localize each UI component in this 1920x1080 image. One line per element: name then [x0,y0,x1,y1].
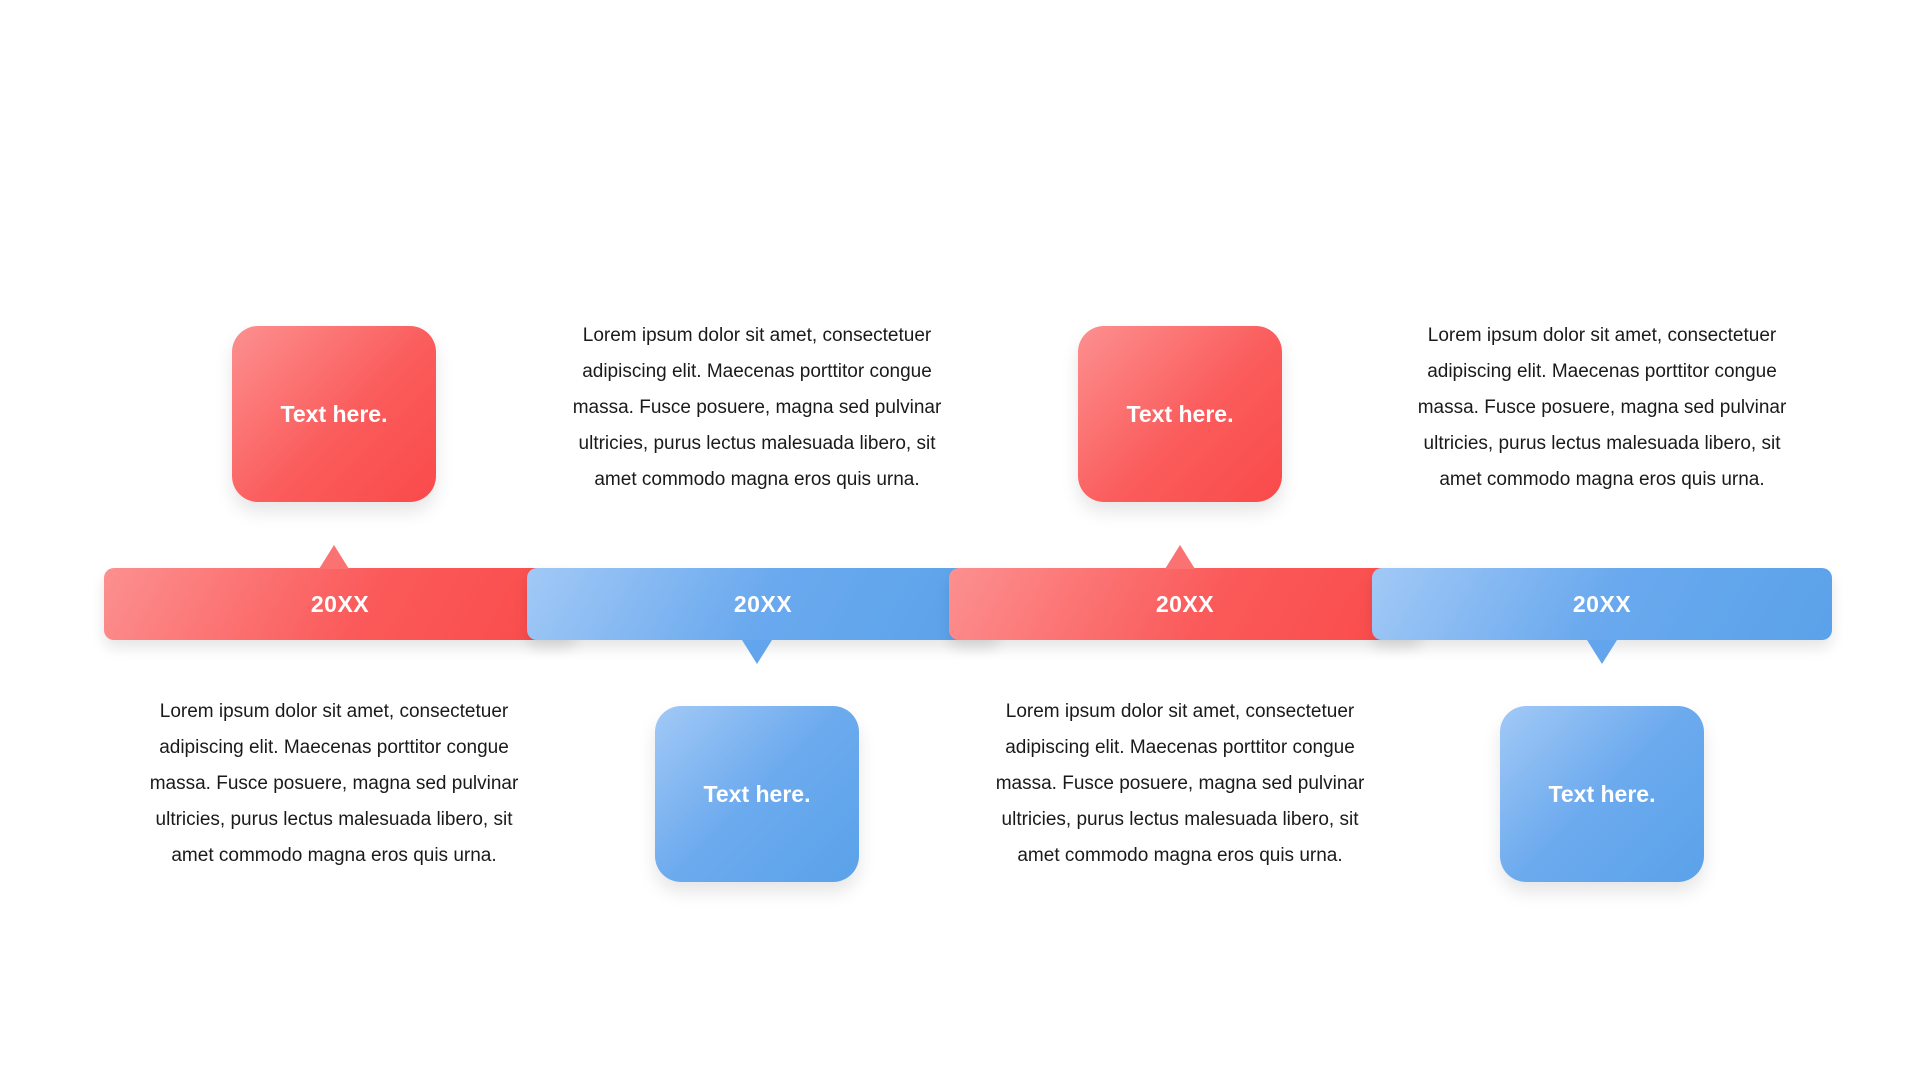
stage-3-year-bar: 20XX [949,568,1421,640]
stage-2-year: 20XX [733,590,793,617]
stage-4-year-bar: 20XX [1372,568,1832,640]
stage-4-pointer-down [1587,640,1617,664]
stage-4-year: 20XX [1572,590,1632,617]
stage-4-paragraph: Lorem ipsum dolor sit amet, consectetuer… [1417,325,1787,490]
stage-3-card-label: Text here. [1126,400,1234,427]
stage-3-year: 20XX [1155,590,1215,617]
stage-2-pointer-down [742,640,772,664]
stage-3-pointer-up [1165,545,1195,569]
stage-1-year-bar: 20XX [104,568,576,640]
stage-2-card: Text here. [655,706,859,882]
stage-1-pointer-up [319,545,349,569]
stage-4-card-label: Text here. [1548,780,1656,807]
stage-1-card-label: Text here. [280,400,388,427]
stage-3-card: Text here. [1078,326,1282,502]
stage-1-card: Text here. [232,326,436,502]
stage-2-paragraph: Lorem ipsum dolor sit amet, consectetuer… [572,325,942,490]
stage-1-year: 20XX [310,590,370,617]
stage-1-paragraph: Lorem ipsum dolor sit amet, consectetuer… [149,701,519,866]
stage-2-card-label: Text here. [703,780,811,807]
stage-3-paragraph: Lorem ipsum dolor sit amet, consectetuer… [995,701,1365,866]
stage-2-year-bar: 20XX [527,568,999,640]
stage-4-card: Text here. [1500,706,1704,882]
